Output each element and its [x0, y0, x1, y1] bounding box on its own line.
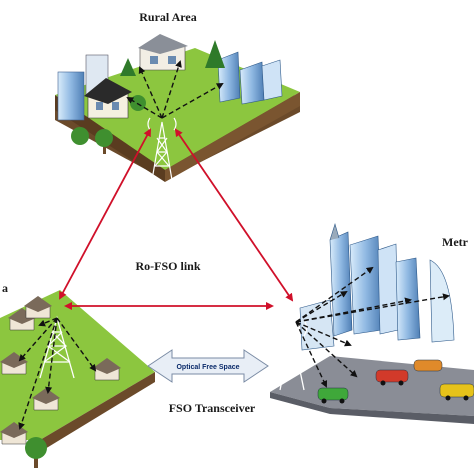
ro-fso-links [59, 128, 294, 310]
metro-label: Metr [442, 235, 469, 249]
link-rural-left [59, 128, 151, 300]
optical-free-space-label: Optical Free Space [176, 364, 239, 371]
fso-transceiver-label: FSO Transceiver [169, 401, 256, 415]
metro-cars [317, 359, 474, 404]
metro-dashed-links [295, 266, 450, 388]
metro-area-island [270, 222, 474, 424]
metro-tower [276, 319, 308, 391]
left-area-label: a [2, 281, 8, 295]
ro-fso-link-label: Ro-FSO link [135, 259, 200, 273]
rural-dashed-links [126, 60, 224, 119]
left-tree [25, 437, 47, 468]
metro-buildings [299, 222, 455, 351]
rural-tower [147, 117, 177, 181]
link-rural-metro [174, 128, 294, 302]
left-dashed-links [18, 317, 97, 430]
left-area-island [0, 290, 155, 468]
rural-area-label: Rural Area [139, 10, 196, 24]
optical-free-space-arrow: Optical Free Space [147, 349, 269, 383]
rural-area-island [55, 34, 300, 182]
